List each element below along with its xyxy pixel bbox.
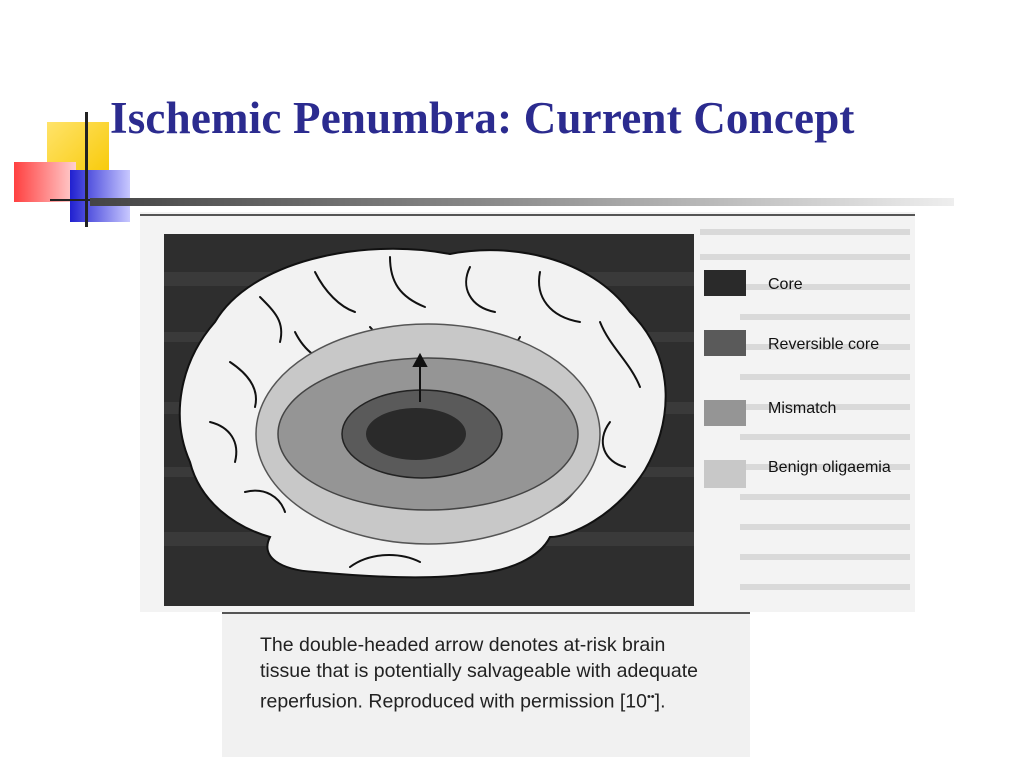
figure-caption: The double-headed arrow denotes at-risk … <box>260 632 720 715</box>
legend: Core Reversible core Mismatch Benign oli… <box>704 270 891 488</box>
decorative-vertical-line <box>85 112 88 227</box>
decorative-square-blue <box>70 170 130 222</box>
title-underline <box>90 198 954 206</box>
legend-swatch-benign-oligaemia <box>704 460 746 488</box>
decorative-horizontal-line <box>50 199 128 201</box>
legend-label-benign-oligaemia: Benign oligaemia <box>768 459 891 476</box>
decorative-square-red <box>14 162 76 202</box>
legend-swatch-mismatch <box>704 400 746 426</box>
zone-core <box>366 408 466 460</box>
penumbra-figure: Core Reversible core Mismatch Benign oli… <box>140 212 915 612</box>
caption-superscript: •• <box>646 691 655 703</box>
figure-caption-box: The double-headed arrow denotes at-risk … <box>222 612 750 757</box>
faded-text-texture <box>700 229 910 590</box>
legend-swatch-reversible-core <box>704 330 746 356</box>
caption-tail: ]. <box>654 690 666 713</box>
legend-label-mismatch: Mismatch <box>768 400 836 417</box>
legend-swatch-core <box>704 270 746 296</box>
scan-top-rule <box>140 214 915 216</box>
double-headed-arrow <box>412 352 428 402</box>
brain-diagram: Core Reversible core Mismatch Benign oli… <box>140 212 915 612</box>
legend-label-reversible-core: Reversible core <box>768 336 879 353</box>
slide-title: Ischemic Penumbra: Current Concept <box>110 93 855 143</box>
legend-label-core: Core <box>768 276 803 293</box>
caption-text: The double-headed arrow denotes at-risk … <box>260 634 698 713</box>
